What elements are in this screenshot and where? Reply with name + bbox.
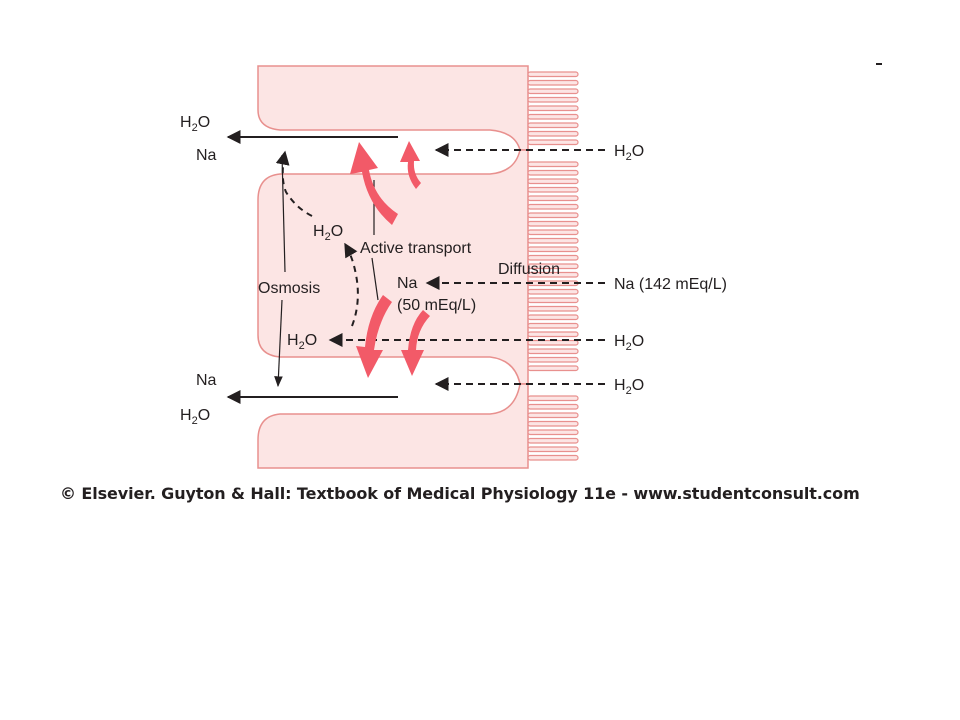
microvillus [527, 229, 579, 236]
label-na-cell-conc: (50 mEq/L) [397, 297, 476, 314]
microvillus [527, 178, 579, 185]
microvillus [527, 169, 579, 176]
microvillus [527, 212, 579, 219]
arrow-osmosis-basal-to-cell [344, 242, 359, 327]
microvillus [527, 71, 579, 78]
microvillus [527, 271, 579, 278]
microvillus [527, 365, 579, 372]
active-arrow-up-small [400, 141, 421, 189]
label-na-out-top: Na [196, 147, 217, 164]
label-h2o-basal: H2O [287, 332, 317, 352]
microvillus [527, 130, 579, 137]
microvillus [527, 195, 579, 202]
cell-middle [257, 149, 529, 385]
microvillus [527, 220, 579, 227]
microvillus [527, 139, 579, 146]
microvillus [527, 161, 579, 168]
microvillus [527, 246, 579, 253]
microvillus [527, 288, 579, 295]
osmosis-line-down [274, 299, 283, 388]
label-h2o-lumen-top: H2O [614, 143, 644, 163]
microvillus [527, 437, 579, 444]
label-h2o-lumen-bottom: H2O [614, 377, 644, 397]
microvillus [527, 322, 579, 329]
microvillus [527, 203, 579, 210]
microvillus [527, 297, 579, 304]
microvillus [527, 446, 579, 453]
microvillus [527, 96, 579, 103]
arrow-osmosis-cell-to-top [275, 150, 313, 217]
microvillus [527, 122, 579, 129]
active-transport-arrows [350, 141, 430, 378]
microvillus [527, 314, 579, 321]
label-h2o-lumen-mid: H2O [614, 333, 644, 353]
active-arrow-down-small [401, 310, 430, 376]
microvillus [527, 113, 579, 120]
active-transport-leader-bottom [371, 257, 379, 301]
microvillus [527, 348, 579, 355]
label-osmosis: Osmosis [258, 280, 320, 297]
microvillus [527, 339, 579, 346]
microvillus [527, 305, 579, 312]
label-h2o-cell: H2O [313, 223, 343, 243]
label-diffusion: Diffusion [498, 261, 560, 278]
microvillus [527, 88, 579, 95]
microvillus [527, 429, 579, 436]
microvillus [527, 237, 579, 244]
brush-border-microvilli [527, 71, 579, 461]
microvillus [527, 331, 579, 338]
microvillus [527, 105, 579, 112]
cell-bottom [257, 383, 529, 469]
microvillus [527, 263, 579, 270]
osmosis-line-left [281, 154, 286, 273]
microvillus [527, 186, 579, 193]
copyright-credit: © Elsevier. Guyton & Hall: Textbook of M… [60, 484, 860, 503]
active-arrow-up-large [350, 142, 398, 225]
microvillus [527, 420, 579, 427]
label-active-transport: Active transport [360, 240, 472, 257]
active-arrow-down-large [356, 295, 392, 378]
microvillus [527, 395, 579, 402]
label-na-cell: Na [397, 275, 418, 292]
microvillus [527, 412, 579, 419]
corner-tick-mark [876, 63, 882, 65]
microvillus [527, 79, 579, 86]
microvillus [527, 254, 579, 261]
microvillus [527, 403, 579, 410]
label-na-lumen: Na (142 mEq/L) [614, 276, 727, 293]
label-na-out-bottom: Na [196, 372, 217, 389]
microvillus [527, 356, 579, 363]
microvillus [527, 454, 579, 461]
label-h2o-out-bottom: H2O [180, 407, 210, 427]
label-h2o-out-top: H2O [180, 114, 210, 134]
